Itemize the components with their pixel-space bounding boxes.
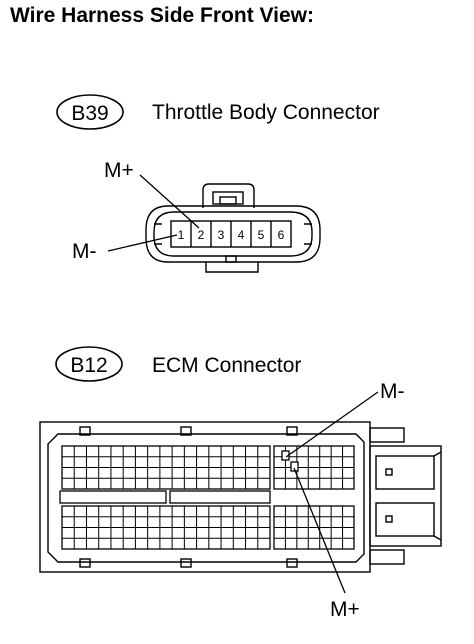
ecm-grid-bottom-left (61, 505, 271, 550)
b39-code: B39 (71, 102, 108, 125)
throttle-connector-name: Throttle Body Connector (152, 101, 380, 124)
ecm-connector-housing (39, 421, 442, 573)
ecm-center-bars (59, 490, 271, 504)
page-title: Wire Harness Side Front View: (10, 4, 315, 27)
ecm-grid-top-right (273, 445, 355, 490)
b12-code: B12 (70, 354, 107, 377)
throttle-pin-2: 2 (198, 228, 205, 242)
throttle-pin-cells (170, 220, 292, 248)
ecm-mplus-leader (293, 467, 346, 594)
throttle-connector-housing (145, 183, 321, 273)
throttle-mplus-leader (139, 174, 200, 229)
ecm-grid-bottom-right (273, 505, 355, 550)
ecm-connector-name: ECM Connector (152, 354, 301, 377)
ecm-connector-section: B12 ECM Connector (39, 346, 442, 621)
ecm-mplus-pin (290, 461, 299, 472)
ecm-pin-grids (61, 445, 355, 550)
throttle-mminus-leader (107, 234, 178, 252)
b12-badge-oval (55, 346, 123, 382)
throttle-connector-section: B39 Throttle Body Connector (56, 94, 380, 273)
throttle-mplus-label: M+ (104, 159, 134, 182)
throttle-mminus-label: M- (72, 240, 97, 263)
throttle-pin-5: 5 (258, 228, 265, 242)
throttle-pin-4: 4 (238, 228, 245, 242)
throttle-pin-3: 3 (218, 228, 225, 242)
ecm-mminus-label: M- (380, 380, 405, 403)
ecm-mminus-leader (285, 391, 379, 458)
ecm-mplus-label: M+ (330, 598, 360, 621)
ecm-grid-top-left (61, 445, 271, 490)
throttle-pin-1: 1 (178, 228, 185, 242)
b39-badge-oval (56, 94, 124, 130)
throttle-pin-6: 6 (278, 228, 285, 242)
